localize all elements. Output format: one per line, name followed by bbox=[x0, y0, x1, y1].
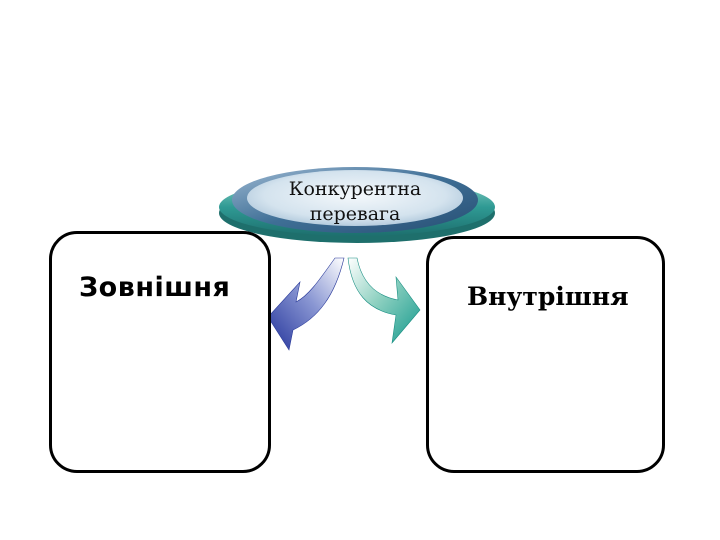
external-label: Зовнішня bbox=[79, 272, 231, 303]
curved-arrow-right-icon bbox=[347, 257, 421, 344]
curved-arrow-left-icon bbox=[267, 257, 345, 351]
center-label-line1: Конкурентна bbox=[288, 178, 422, 200]
center-label: Конкурентна перевага bbox=[262, 177, 448, 227]
center-label-line2: перевага bbox=[309, 203, 401, 225]
internal-label: Внутрішня bbox=[467, 282, 629, 311]
external-box: Зовнішня bbox=[49, 231, 271, 473]
internal-box: Внутрішня bbox=[426, 236, 665, 473]
center-disc bbox=[219, 167, 495, 243]
